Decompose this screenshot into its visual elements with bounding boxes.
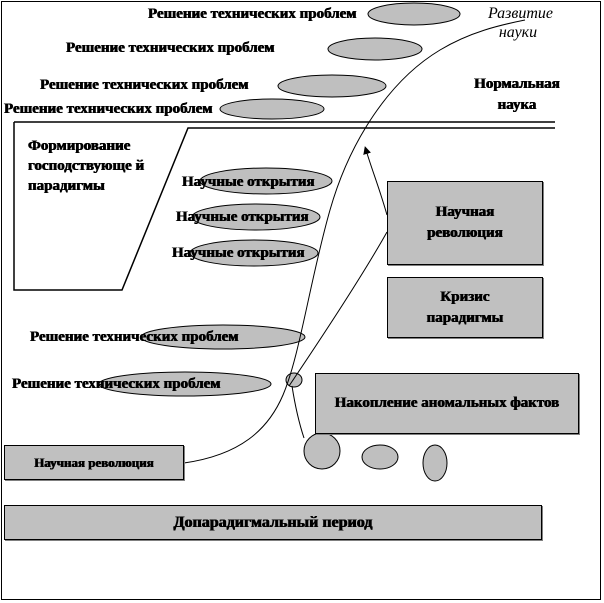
anomaly-blob-2 — [361, 444, 399, 470]
discovery-label-1: Научные открытия — [182, 174, 315, 190]
anomaly-curve — [291, 385, 305, 439]
forming-paradigm-label: Формирование господствующе й парадигмы — [28, 138, 145, 194]
problem-label-1: Решение технических проблем — [148, 6, 357, 22]
problem-ellipse-6 — [98, 371, 272, 397]
discovery-ellipse-3 — [189, 239, 319, 267]
anomaly-accumulation-box: Накопление аномальных фактов — [315, 373, 579, 434]
preparadigm-period-label: Допарадигмальный период — [173, 514, 373, 531]
problem-ellipse-2 — [327, 37, 423, 61]
early-revolution-box: Научная революция — [4, 445, 184, 480]
development-curve — [183, 19, 526, 464]
problem-ellipse-1 — [367, 2, 461, 26]
problem-ellipse-3 — [277, 74, 387, 98]
anomaly-accumulation-label: Накопление аномальных фактов — [334, 395, 560, 411]
discovery-ellipse-2 — [191, 203, 321, 231]
paradigm-crisis-label: Кризис парадигмы — [426, 288, 504, 326]
discovery-ellipse-1 — [199, 167, 333, 195]
problem-label-2: Решение технических проблем — [66, 40, 275, 56]
scientific-revolution-label: Научная революция — [427, 204, 503, 241]
early-revolution-label: Научная революция — [34, 455, 154, 470]
discovery-label-2: Научные открытия — [176, 209, 309, 225]
revolution-arrow — [363, 146, 388, 216]
problem-ellipse-4 — [219, 98, 325, 120]
preparadigm-period-box: Допарадигмальный период — [4, 505, 542, 540]
revolution-curve — [288, 231, 388, 387]
anomaly-blob-3 — [422, 444, 448, 482]
problem-label-4: Решение технических проблем — [4, 101, 213, 117]
anomaly-blob-1 — [303, 432, 341, 470]
problem-label-6: Решение технических проблем — [12, 376, 221, 392]
science-dev-label: Развитие науки — [488, 5, 554, 41]
problem-label-5: Решение технических проблем — [30, 329, 239, 345]
scientific-revolution-box: Научная революция — [387, 181, 543, 265]
problem-label-3: Решение технических проблем — [40, 77, 249, 93]
discovery-label-3: Научные открытия — [172, 245, 305, 261]
paradigm-crisis-box: Кризис парадигмы — [387, 277, 543, 338]
paradigm-bracket — [13, 122, 555, 291]
normal-science-label: Нормальная наука — [474, 76, 560, 113]
problem-ellipse-5 — [140, 324, 306, 350]
